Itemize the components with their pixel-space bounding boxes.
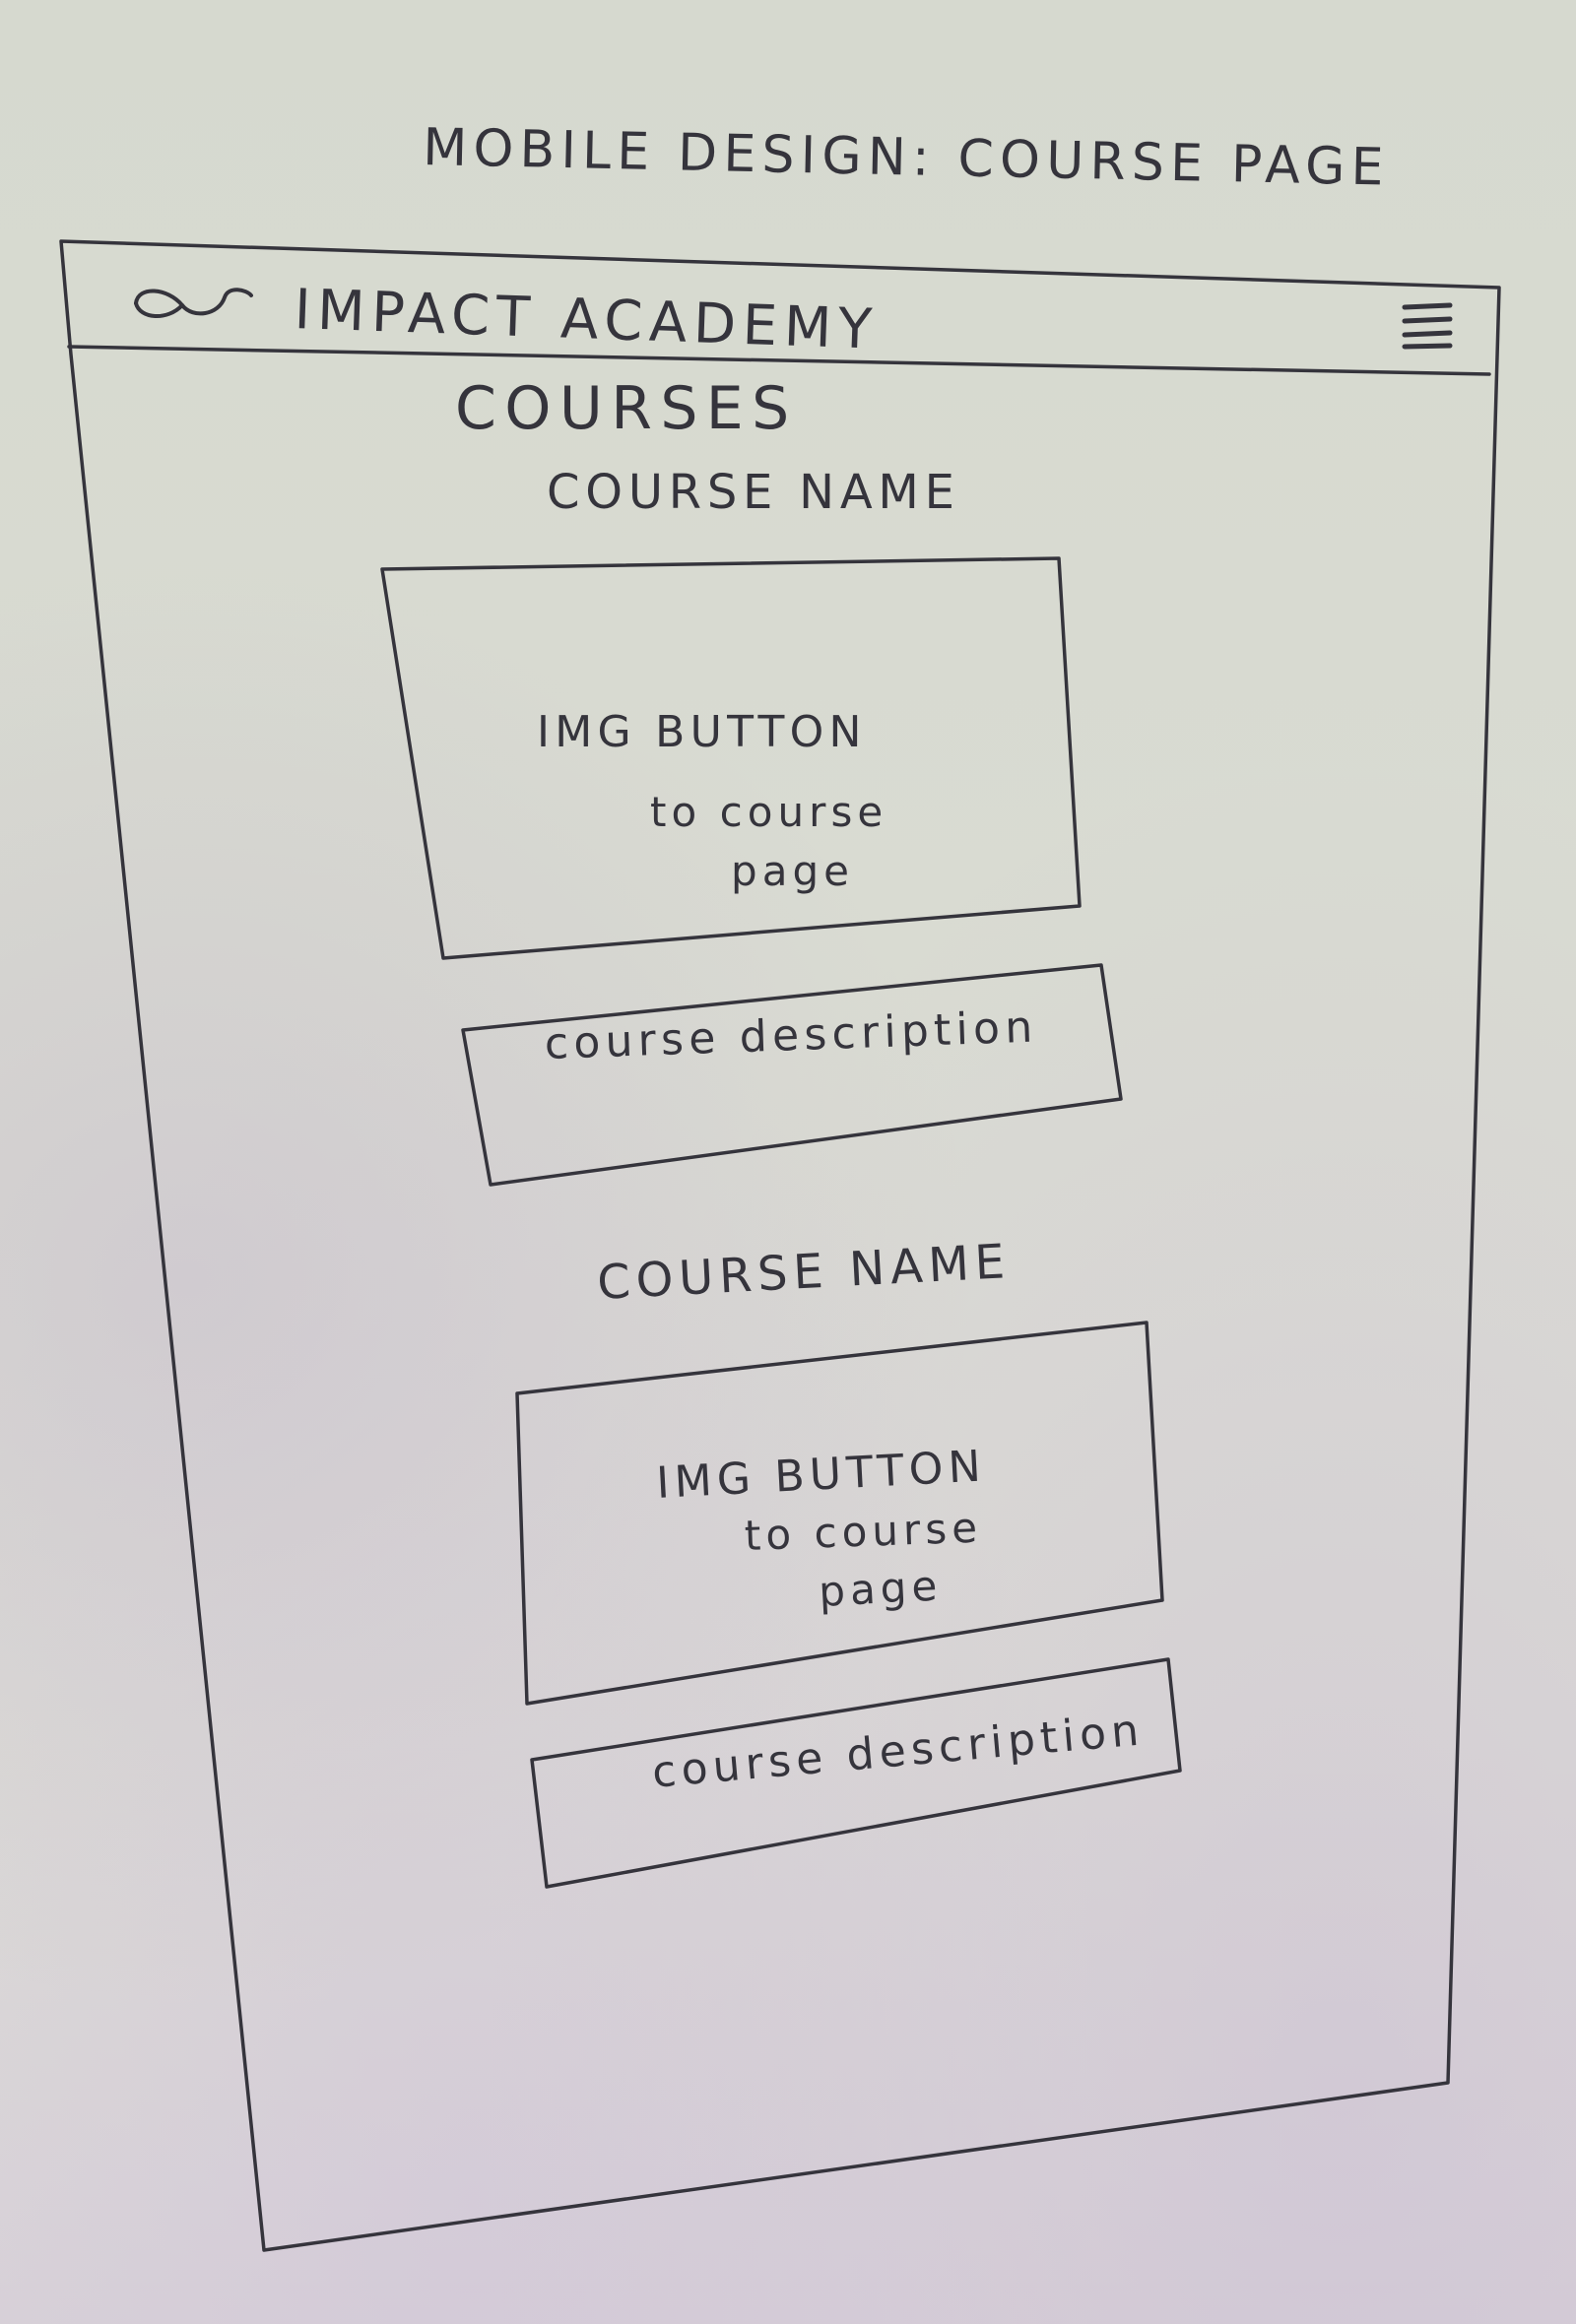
page-heading: COURSES [455,374,798,443]
image-button-caption: page [818,1561,944,1616]
image-button-caption: page [731,847,855,895]
image-button-caption: to course [650,788,888,836]
description-frame-2 [530,1657,1182,1889]
header-divider [67,345,1491,376]
description-frame-1 [461,963,1123,1187]
hamburger-menu-icon[interactable] [1401,301,1456,351]
phone-frame [59,239,1501,2252]
image-button-caption: to course [744,1503,983,1560]
image-button-label: IMG BUTTON [537,707,867,757]
infinity-logo-icon [134,288,253,319]
course-name: COURSE NAME [547,465,960,520]
course-image-button[interactable] [527,1339,1157,1674]
image-button-frame-1 [380,556,1082,960]
image-button-frame-2 [515,1321,1164,1706]
